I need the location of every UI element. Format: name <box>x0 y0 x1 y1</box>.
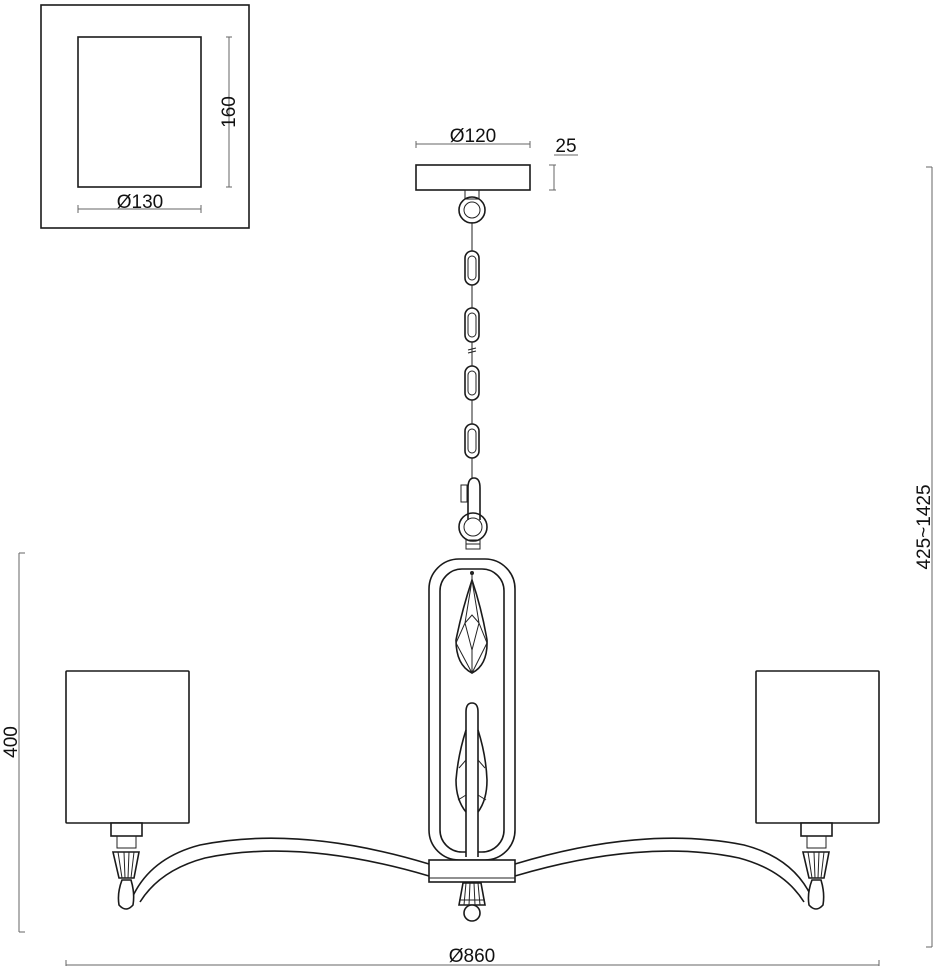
chain <box>458 222 488 550</box>
canopy-diameter-label: Ø120 <box>450 126 496 147</box>
shade-diameter-label: Ø130 <box>117 192 163 213</box>
canopy-plate <box>415 164 531 191</box>
shade-height-label: 160 <box>219 96 240 128</box>
left-shade <box>65 670 190 824</box>
right-lamp <box>755 670 880 910</box>
drop-length-label: 425~1425 <box>914 484 935 569</box>
central-frame <box>428 558 516 922</box>
shade-detail-outline <box>77 36 202 188</box>
left-lamp <box>65 670 190 910</box>
overall-height-label: 400 <box>1 726 22 758</box>
canopy: Ø120 25 <box>415 126 578 224</box>
canopy-height-label: 25 <box>555 136 576 157</box>
right-shade <box>755 670 880 824</box>
overall-width-label: Ø860 <box>449 946 495 967</box>
shade-detail-inset: 160 Ø130 <box>40 4 250 229</box>
overall-dimensions: 400 425~1425 Ø860 <box>1 166 935 967</box>
inset-frame <box>40 4 250 229</box>
arms <box>131 837 813 903</box>
